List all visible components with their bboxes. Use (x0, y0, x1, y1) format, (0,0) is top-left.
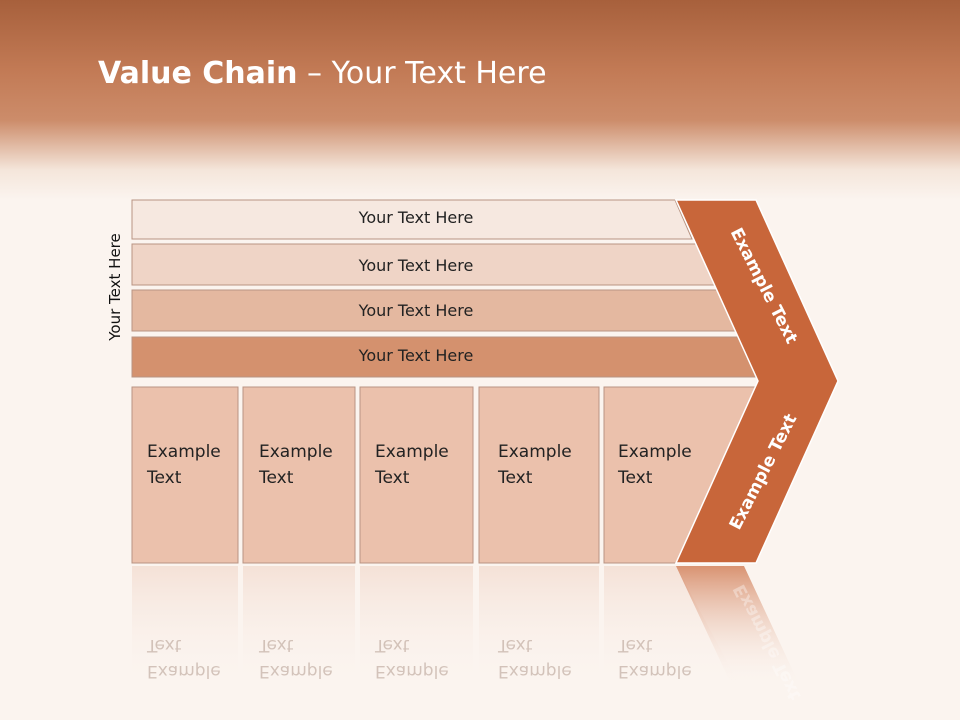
reflection-box-4 (479, 566, 599, 686)
margin-chevron (674, 199, 839, 564)
title-rest: – Your Text Here (297, 56, 547, 91)
reflection-label-5: Example Text (618, 632, 692, 684)
activity-box-4 (478, 386, 600, 564)
activity-box-2 (242, 386, 356, 564)
reflection-label-2: Example Text (259, 632, 333, 684)
reflection-4-line2: Text (498, 635, 533, 655)
reflection-box-2 (243, 566, 355, 686)
reflection-chevron (676, 566, 800, 686)
support-row-label-2: Your Text Here (358, 256, 474, 275)
activity-2-line2: Text (259, 468, 294, 488)
reflection-1-line2: Text (147, 635, 182, 655)
reflection-label-1: Example Text (147, 632, 221, 684)
activity-4-line1: Example (498, 442, 572, 462)
activity-4-line2: Text (498, 468, 533, 488)
reflection-4-line1: Example (498, 661, 572, 681)
title-bold: Value Chain (98, 56, 298, 91)
reflection-box-5 (604, 566, 740, 686)
reflection-5-line1: Example (618, 661, 692, 681)
reflection-2-line2: Text (259, 635, 294, 655)
activity-1-line2: Text (147, 468, 182, 488)
reflection-2-line1: Example (259, 661, 333, 681)
reflection-3-line1: Example (375, 661, 449, 681)
reflection-5-line2: Text (618, 635, 653, 655)
slide-title: Value Chain – Your Text Here (98, 56, 547, 91)
support-row-label-3: Your Text Here (358, 301, 474, 320)
reflection-1-line1: Example (147, 661, 221, 681)
activity-2-line1: Example (259, 442, 333, 462)
activity-box-1 (131, 386, 239, 564)
reflection-label-4: Example Text (498, 632, 572, 684)
support-row-1 (131, 199, 693, 240)
activity-3-line1: Example (375, 442, 449, 462)
activity-5-line1: Example (618, 442, 692, 462)
activity-3-line2: Text (375, 468, 410, 488)
activity-5-line2: Text (618, 468, 653, 488)
support-row-label-4: Your Text Here (358, 346, 474, 365)
reflection-box-1 (132, 566, 238, 686)
reflection-box-3 (360, 566, 473, 686)
support-row-label-1: Your Text Here (358, 208, 474, 227)
reflection-label-3: Example Text (375, 632, 449, 684)
activity-box-3 (359, 386, 474, 564)
title-banner (0, 0, 960, 200)
reflection-3-line2: Text (375, 635, 410, 655)
activity-1-line1: Example (147, 442, 221, 462)
